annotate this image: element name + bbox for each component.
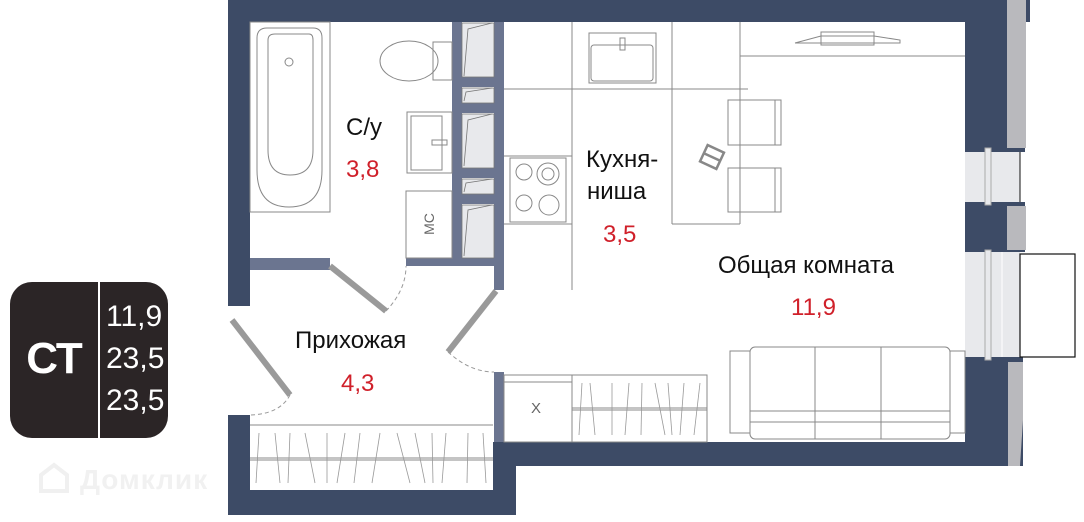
door-swings [249, 265, 495, 416]
room-name-living: Общая комната [718, 252, 894, 279]
fridge-marker: Х [531, 400, 542, 417]
room-name-bathroom: С/у [346, 114, 382, 141]
area-values: 11,9 23,5 23,5 [106, 296, 166, 422]
domclick-logo-icon [39, 462, 69, 493]
room-area-bathroom: 3,8 [346, 156, 380, 183]
total-area: 23,5 [106, 342, 165, 375]
total-area-with-balcony: 23,5 [106, 384, 165, 417]
room-name-kitchen-line2: ниша [587, 178, 647, 205]
room-area-kitchen: 3,5 [603, 221, 637, 248]
room-name-kitchen-line1: Кухня- [586, 146, 659, 173]
room-area-living: 11,9 [791, 294, 836, 321]
room-area-hallway: 4,3 [341, 370, 375, 397]
washing-machine-marker: МС [420, 213, 437, 235]
hangers [255, 382, 701, 484]
shaft-partition [452, 22, 504, 290]
facade-insets [1007, 0, 1026, 466]
apartment-type-badge: СТ 11,9 23,5 23,5 [10, 282, 168, 438]
windows [965, 147, 1076, 361]
badge-divider [98, 282, 100, 438]
room-name-hallway: Прихожая [295, 327, 407, 354]
living-area: 11,9 [106, 300, 163, 333]
outer-walls [228, 0, 1030, 515]
shaft-cells [461, 22, 495, 259]
laptop-icon [698, 143, 726, 171]
watermark: Домклик [80, 464, 209, 495]
doors [229, 263, 499, 397]
bath-bottom-wall [250, 258, 504, 442]
apartment-type: СТ [26, 334, 83, 383]
furniture [249, 21, 966, 461]
